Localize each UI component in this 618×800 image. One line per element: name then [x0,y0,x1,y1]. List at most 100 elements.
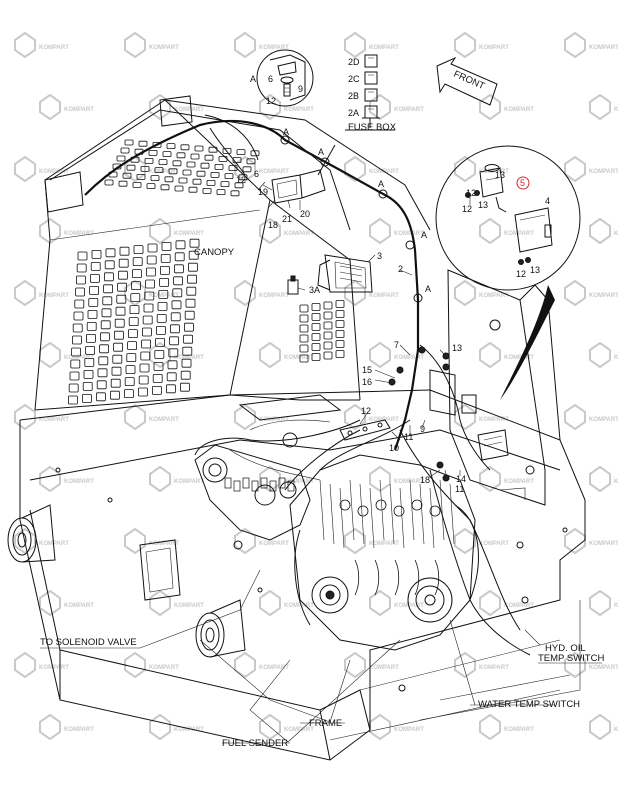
watermark-hex [589,589,611,617]
watermark-text: KOMPART [369,665,399,671]
canopy-hole [145,267,156,277]
engine-rib [449,483,455,545]
bulkhead-panel [388,269,561,506]
canopy-hole [169,336,180,346]
callout-18: 18 [268,220,278,230]
engine-rib [329,483,335,545]
engine-rib [369,487,375,549]
canopy-hole [323,331,333,340]
watermark-text: KOMPART [479,45,509,51]
watermark-text: KOMPART [284,727,314,733]
canopy-hole [122,172,132,179]
callout-21: 21 [282,214,292,224]
canopy-hole [189,238,200,248]
canopy-hole [152,141,162,148]
engine-hose [394,559,400,596]
canopy-hole [190,153,200,160]
canopy-roof-grid [104,139,260,197]
pump-fitting [287,480,295,492]
watermark-hex [589,341,611,369]
canopy-hole [105,248,116,258]
watermark-hex [39,217,61,245]
watermark-text: KOMPART [589,169,618,175]
watermark-hex [454,31,476,59]
watermark-hex [479,465,501,493]
watermark-hex [124,527,146,555]
watermark-text: KOMPART [589,293,618,299]
canopy-hole [299,354,309,363]
canopy-hole [311,313,321,321]
canopy-hole [132,257,143,267]
label-fuel-sender: FUEL SENDER [222,738,288,749]
canopy-hole [299,344,309,353]
canopy-hole [146,255,157,265]
callout-13c: 13 [530,265,540,275]
canopy-hole [116,155,126,162]
canopy-hole [117,282,127,292]
canopy-hole [131,281,142,291]
engine-boss [375,499,387,511]
canopy-hole [82,393,92,403]
text-labels: FUSE BOX CANOPY FRONT TO SOLENOID VALVE … [40,69,604,749]
watermark-text: KOMPART [39,293,69,299]
watermark-hex [39,713,61,741]
engine-rib [319,479,325,541]
watermark-text: KOMPART [589,665,618,671]
engine-boss [393,505,405,517]
watermark-hex [564,31,586,59]
canopy-hole [119,246,130,256]
canopy-hole [182,169,192,176]
watermark-text: KOMPART [479,417,509,423]
watermark-hex [454,527,476,555]
canopy-hole [99,344,109,354]
callout-14: 14 [456,474,466,484]
canopy-hole [96,392,106,402]
canopy-hole [76,263,87,273]
canopy-hole [335,310,345,318]
canopy-hole [140,351,151,361]
canopy-hole [104,179,114,186]
canopy-hole [133,245,144,255]
canopy-hole [74,299,85,309]
watermark-hex [564,403,586,431]
fuse-label-2: 2B [348,91,359,101]
canopy-hole [164,176,174,183]
watermark-text: KOMPART [39,665,69,671]
watermark-text: KOMPART [149,665,179,671]
canopy-hole [161,241,172,251]
canopy-drawing [34,95,431,411]
canopy-hole [124,389,134,399]
callout-a3: A [378,179,384,189]
leader-lines [40,181,602,744]
engine-rib [409,479,415,541]
harness-bracket [238,394,391,448]
pump-fitting [224,477,232,489]
callout-18b: 18 [420,475,430,485]
watermark-hex [259,589,281,617]
canopy-hole [166,372,177,382]
canopy-hole [236,149,246,156]
canopy-hole [82,381,93,391]
watermark-text: KOMPART [614,727,618,733]
watermark-text: KOMPART [394,479,424,485]
label-frame: FRAME [309,718,342,729]
watermark-hex [454,279,476,307]
canopy-hole [188,186,198,193]
watermark-hex [39,93,61,121]
canopy-hole [153,361,164,371]
canopy-hole [242,166,252,173]
callout-13: 13 [452,343,462,353]
watermark-text: KOMPART [259,541,289,547]
label-hyd-oil: HYD. OIL [545,643,586,654]
watermark-hex [259,217,281,245]
watermark-text: KOMPART [589,417,618,423]
canopy-hole [83,369,94,379]
canopy-hole [152,373,163,383]
watermark-hex [369,217,391,245]
canopy-hole [299,334,309,343]
fuse-label-1: 2C [348,74,360,84]
canopy-hole [311,353,321,361]
canopy-hole [84,357,95,367]
engine-hose [354,559,360,596]
canopy-hole [323,351,333,360]
